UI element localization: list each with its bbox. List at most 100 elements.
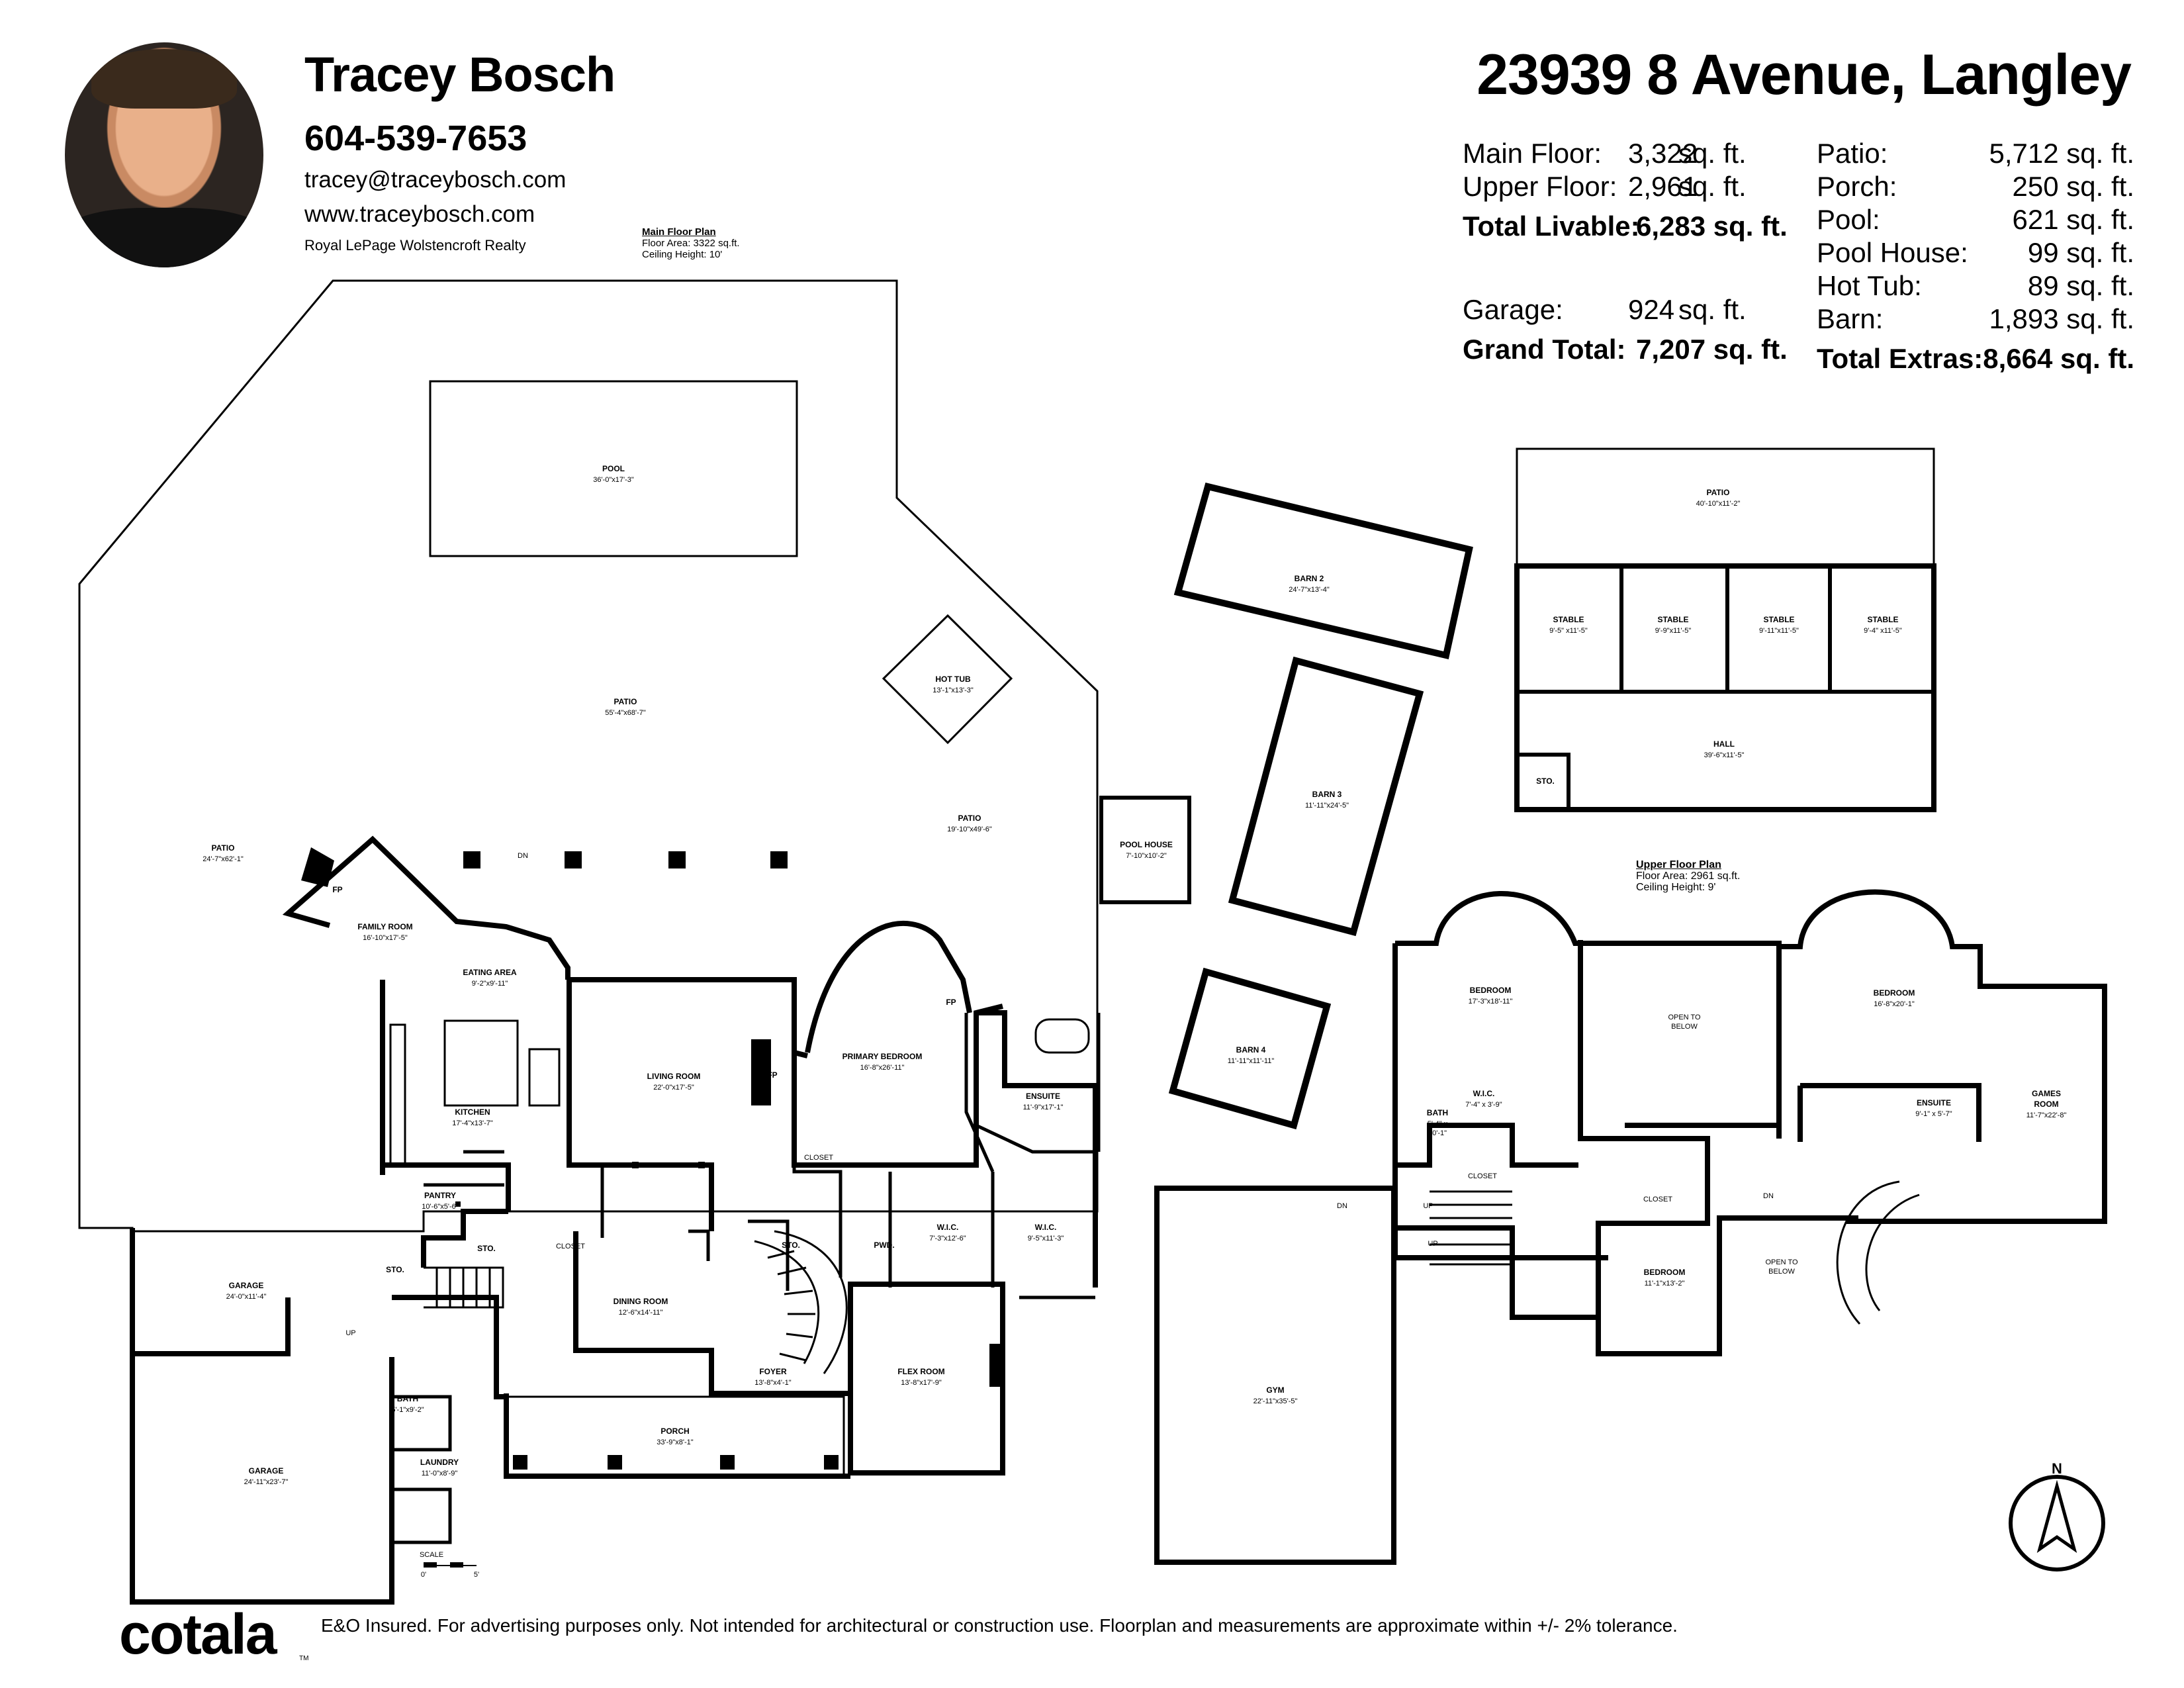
scale-label: SCALE [420,1551,443,1559]
summary-value: 621 sq. ft. [2012,204,2134,235]
room-dim: 10'-1" [1428,1129,1447,1137]
summary-value: 6,283 sq. ft. [1636,211,1788,242]
ensuite-tub [1034,1018,1090,1054]
room-label: ROOM [2034,1100,2058,1109]
powder-label: PWD. [874,1241,894,1250]
room-dim: 11'-11"x11'-11" [1228,1057,1275,1065]
down-label: DN [518,852,528,860]
room-label: BARN 2 [1295,574,1324,583]
column [668,851,686,868]
agent-email[interactable]: tracey@traceybosch.com [304,167,567,193]
interior-walls [392,980,1101,1544]
agent-website[interactable]: www.traceybosch.com [304,201,535,227]
fireplace-label: FP [946,998,956,1007]
room-dim: 7'-4" x 3'-9" [1465,1101,1502,1109]
scale-block [424,1562,437,1568]
room-label: BATH [397,1394,418,1403]
column [824,1455,839,1470]
summary-label: Patio: [1817,138,1888,169]
room-label: OPEN TO [1765,1258,1798,1266]
house-walls [130,835,1098,1605]
room-label: OPEN TO [1668,1013,1701,1021]
column [565,851,582,868]
room-dim: 9'-4" x11'-5" [1864,627,1902,635]
up-label: UP [1423,1202,1433,1210]
upper-walls [1392,889,2107,1356]
kitchen-island [443,1019,519,1107]
summary-label: Main Floor: [1463,138,1602,169]
room-dim: 9'-2"x9'-11" [472,980,508,988]
summary-value: 89 sq. ft. [2027,270,2134,301]
column [608,1455,622,1470]
room-label: W.I.C. [1473,1089,1495,1098]
room-label: DINING ROOM [614,1297,668,1306]
column [770,851,788,868]
upper-plan-ceiling: Ceiling Height: 9' [1636,882,1716,893]
room-label: BATH [1427,1108,1448,1117]
room-label: BEDROOM [1470,986,1512,995]
room-label: PORCH [660,1427,689,1436]
disclaimer: E&O Insured. For advertising purposes on… [321,1615,1678,1636]
closet-label: CLOSET [1643,1196,1672,1203]
agent-phone[interactable]: 604-539-7653 [304,118,527,158]
room-dim: 16'-8"x26'-11" [860,1064,905,1072]
room-dim: 55'-4"x68'-7" [605,709,646,717]
room-label: POOL HOUSE [1120,840,1173,849]
main-stairs [754,1230,848,1374]
summary-value: 5,712 sq. ft. [1989,138,2134,169]
room-dim: 16'-10"x17'-5" [363,934,408,942]
pool-outline [429,380,798,557]
main-stairs-2 [424,1266,504,1309]
summary-unit: sq. ft. [1678,171,1747,202]
scale-label: 5' [474,1571,479,1579]
room-dim: 9'-5"x11'-3" [1028,1235,1064,1243]
summary-label: Upper Floor: [1463,171,1617,202]
summary-label: Hot Tub: [1817,270,1922,301]
summary-label: Total Livable: [1463,211,1640,242]
column [632,1162,639,1168]
room-label: EATING AREA [463,968,517,977]
room-dim: 9'-9"x11'-5" [1655,627,1692,635]
room-dim: 9'-1" x 5'-7" [1915,1110,1952,1118]
summary-label: Total Extras: [1817,343,1983,374]
storage-label: STO. [782,1241,800,1250]
room-dim: 13'-8"x17'-9" [901,1379,942,1387]
main-plan-area: Floor Area: 3322 sq.ft. [642,238,740,249]
summary-value: 7,207 sq. ft. [1636,334,1788,365]
cotala-logo: cotala [119,1603,277,1666]
room-label: STABLE [1553,615,1584,624]
room-label: BELOW [1671,1023,1698,1031]
room-label: W.I.C. [1035,1223,1057,1232]
kitchen-counter [389,1023,406,1165]
room-dim: 9'-11"x11'-5" [1759,627,1799,635]
room-dim: 24'-7"x62'-1" [203,855,244,863]
room-label: PATIO [212,843,235,853]
summary-value: 1,893 sq. ft. [1989,303,2134,334]
agent-brokerage: Royal LePage Wolstencroft Realty [304,237,526,254]
room-label: FAMILY ROOM [357,922,412,931]
pool-house-outline [1099,796,1191,904]
room-dim: 11'-7"x22'-8" [2026,1111,2067,1119]
summary-value: 99 sq. ft. [2027,237,2134,268]
closet-label: CLOSET [804,1154,833,1162]
patio-outline [78,279,1099,1233]
room-label: HOT TUB [935,675,971,684]
room-dim: 7'-3"x12'-6" [929,1235,966,1243]
summary-value: 8,664 sq. ft. [1983,343,2134,374]
main-plan-ceiling: Ceiling Height: 10' [642,249,723,260]
upper-plan-title: Upper Floor Plan [1636,859,1721,870]
fireplace-label: FP [767,1070,777,1080]
room-label: PATIO [614,697,637,706]
fireplace-living [751,1039,771,1105]
gym-outline [1154,1186,1396,1565]
room-label: FLEX ROOM [897,1367,944,1376]
room-label: BEDROOM [1874,988,1915,998]
summary-label: Garage: [1463,294,1563,325]
room-dim: 36'-0"x17'-3" [593,476,634,484]
porch-outline [505,1395,845,1477]
room-label: PRIMARY BEDROOM [842,1052,923,1061]
room-label: GARAGE [229,1281,264,1290]
room-dim: 16'-8"x20'-1" [1874,1000,1915,1008]
upper-stairs [1430,1180,1920,1325]
upper-plan-area: Floor Area: 2961 sq.ft. [1636,870,1741,882]
